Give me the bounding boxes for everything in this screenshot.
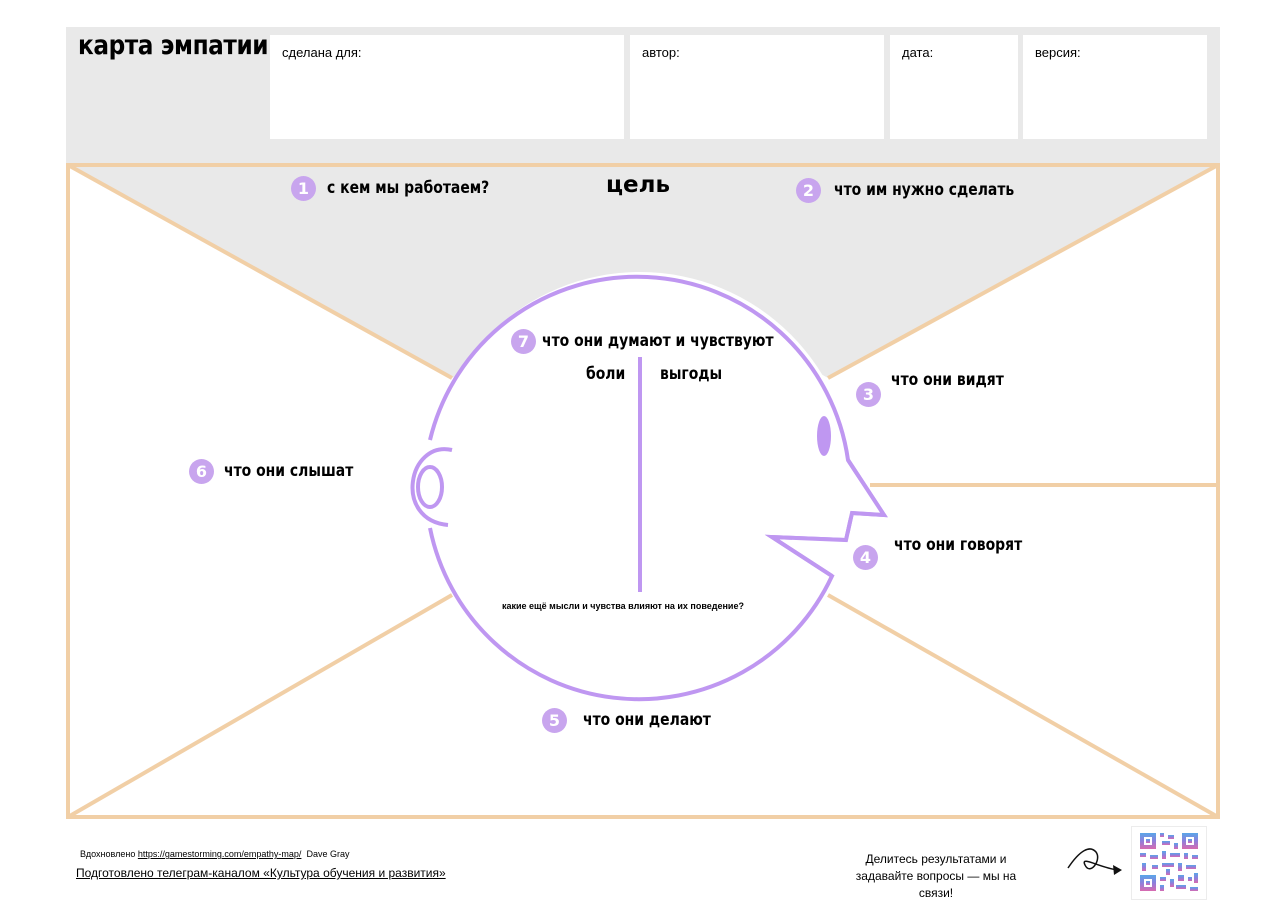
inspired-by: Вдохновлено https://gamestorming.com/emp…: [80, 849, 349, 859]
qr-code-icon[interactable]: [1131, 826, 1207, 900]
field-made-for[interactable]: сделана для:: [270, 35, 624, 139]
field-date[interactable]: дата:: [890, 35, 1018, 139]
field-made-for-label: сделана для:: [282, 45, 362, 60]
section-1-label: с кем мы работаем?: [327, 178, 490, 198]
section-5-label: что они делают: [583, 710, 711, 730]
gamestorming-link[interactable]: https://gamestorming.com/empathy-map/: [137, 849, 302, 859]
gains-label: выгоды: [660, 364, 723, 384]
section-3-badge: 3: [856, 382, 881, 407]
inspired-author: Dave Gray: [306, 849, 350, 859]
arrow-squiggle-icon: [1067, 848, 1122, 875]
diagonal-top-right: [827, 163, 1219, 380]
share-text: Делитесь результатами и задавайте вопрос…: [855, 852, 1017, 900]
section-2-badge: 2: [796, 178, 821, 203]
eye: [817, 416, 831, 456]
section-6-badge: 6: [189, 459, 214, 484]
outer-frame: [66, 163, 1220, 819]
page-title: карта эмпатии: [78, 30, 269, 61]
section-7-label: что они думают и чувствуют: [542, 331, 774, 351]
section-6-label: что они слышат: [224, 461, 354, 481]
section-4-label: что они говорят: [894, 535, 1023, 555]
section-7-badge: 7: [511, 329, 536, 354]
prepared-by-link[interactable]: Подготовлено телеграм-каналом «Культура …: [76, 866, 446, 880]
field-author-label: автор:: [642, 45, 680, 60]
field-version[interactable]: версия:: [1023, 35, 1207, 139]
section-2-label: что им нужно сделать: [834, 180, 1015, 200]
field-date-label: дата:: [902, 45, 934, 60]
field-author[interactable]: автор:: [630, 35, 884, 139]
inspired-prefix: Вдохновлено: [80, 849, 136, 859]
diagonal-top-left: [67, 163, 453, 380]
goal-region: [68, 165, 1218, 378]
ear-inner: [416, 465, 444, 509]
section-1-badge: 1: [291, 176, 316, 201]
pains-label: боли: [586, 364, 626, 384]
goal-label: цель: [606, 172, 671, 198]
field-version-label: версия:: [1035, 45, 1081, 60]
section-3-label: что они видят: [891, 370, 1004, 390]
thoughts-question: какие ещё мысли и чувства влияют на их п…: [502, 601, 744, 611]
diagonal-bottom-left: [66, 593, 454, 819]
section-4-badge: 4: [853, 545, 878, 570]
diagonal-bottom-right: [827, 593, 1219, 819]
qr-code-graphic: [1140, 833, 1198, 891]
ear-outer: [410, 447, 453, 527]
section-5-badge: 5: [542, 708, 567, 733]
